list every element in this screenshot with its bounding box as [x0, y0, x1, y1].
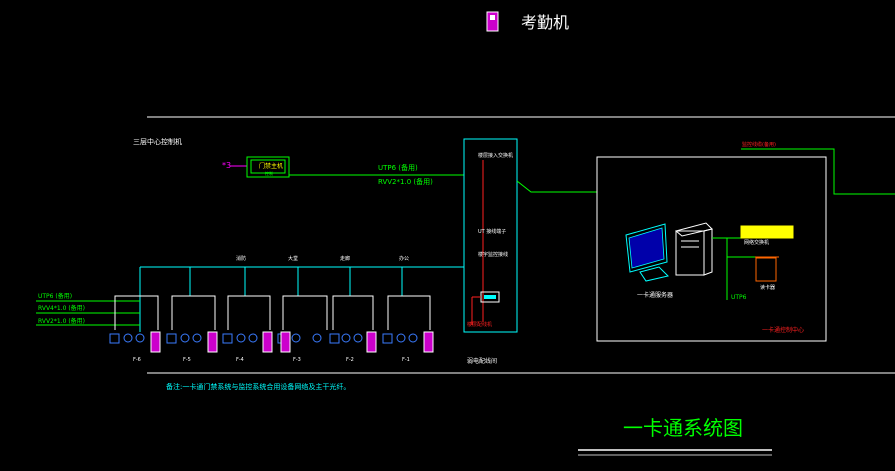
svg-text:网络交换机: 网络交换机 [744, 239, 769, 246]
svg-text:楼宇监控接线: 楼宇监控接线 [478, 251, 508, 258]
control-room: 监控线缆(备用) 网络交换机 读卡器 UTP6 一卡通服务器 一卡通控制中心 [596, 141, 895, 342]
svg-text:走廊: 走廊 [340, 255, 350, 262]
svg-text:控制: 控制 [265, 170, 273, 176]
room-label: 一卡通控制中心 [762, 326, 804, 334]
svg-text:UT 接线端子: UT 接线端子 [478, 228, 506, 235]
server-label: 一卡通服务器 [637, 291, 673, 299]
floor-group-f2: F-2 [329, 295, 377, 363]
cabinet: 楼层接入交换机 UT 接线端子 楼宇监控接线 楼层配线机 [463, 138, 518, 333]
svg-text:监控线缆(备用): 监控线缆(备用) [742, 141, 776, 148]
floor-group-f6: F-6 [109, 295, 161, 363]
svg-text:RVV4*1.0 (备用): RVV4*1.0 (备用) [38, 304, 85, 312]
access-panel [246, 156, 290, 178]
network-switch [740, 225, 794, 239]
legend-label: 考勤机 [521, 13, 569, 32]
svg-text:F-3: F-3 [293, 357, 301, 363]
trunk-rvv-label: RVV2*1.0 (备用) [378, 177, 433, 186]
svg-text:UTP6: UTP6 [731, 294, 747, 301]
terminal-device-icon [486, 11, 499, 32]
server-tower-icon [674, 222, 713, 276]
monitor-icon [625, 223, 669, 282]
svg-text:F-1: F-1 [402, 357, 410, 363]
svg-text:UTP6 (备用): UTP6 (备用) [38, 292, 72, 300]
panel-marker: *3 [222, 161, 231, 170]
svg-text:F-5: F-5 [183, 357, 191, 363]
building-label: 三层中心控制机 [133, 137, 182, 146]
svg-text:大堂: 大堂 [288, 255, 298, 262]
svg-text:消防: 消防 [236, 255, 246, 262]
card-reader-icon [755, 257, 777, 282]
svg-text:读卡器: 读卡器 [760, 284, 775, 291]
svg-text:RVV2*1.0 (备用): RVV2*1.0 (备用) [38, 317, 85, 325]
floor-group-f4: F-4 [222, 295, 273, 363]
trunk-utp-label: UTP6 (备用) [378, 163, 418, 172]
svg-text:F-4: F-4 [236, 357, 244, 363]
svg-text:楼层配线机: 楼层配线机 [467, 321, 492, 328]
svg-text:F-2: F-2 [346, 357, 354, 363]
svg-text:办公: 办公 [399, 255, 409, 262]
floor-distribution: 消防 大堂 走廊 办公 UTP6 (备用) RVV4*1.0 (备用) RVV2… [36, 255, 464, 363]
floor-group-f1: F-1 [382, 295, 434, 363]
svg-text:F-6: F-6 [133, 357, 141, 363]
floor-group-f3: F-3 [277, 295, 328, 363]
access-panel-label: 门禁主机 [259, 162, 283, 170]
fiber-link [516, 180, 597, 193]
svg-text:楼层接入交换机: 楼层接入交换机 [478, 152, 513, 159]
floor-group-f5: F-5 [166, 295, 218, 363]
diagram-title: 一卡通系统图 [623, 416, 743, 440]
note: 备注:一卡通门禁系统与监控系统合用设备网络及主干光纤。 [166, 382, 350, 391]
cabinet-caption: 弱电配线间 [467, 357, 497, 365]
legend: 考勤机 [486, 11, 569, 32]
